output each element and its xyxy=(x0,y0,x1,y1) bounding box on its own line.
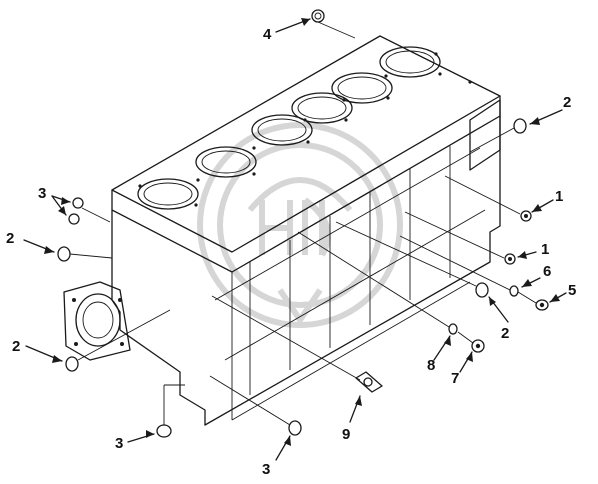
callout-c1-lower: 1 xyxy=(541,241,549,258)
callout-c8: 8 xyxy=(427,357,435,374)
leader-lines xyxy=(69,21,537,426)
part-bolt-1-upper xyxy=(520,210,532,222)
part-bolt-1-lower xyxy=(504,253,516,265)
engine-block xyxy=(63,35,501,426)
callout-c9: 9 xyxy=(342,426,350,443)
part-plugs-3-left-top xyxy=(68,197,84,225)
callout-c3-left-top: 3 xyxy=(38,185,46,202)
part-washer-8 xyxy=(448,323,458,335)
callout-c3-bottom-right: 3 xyxy=(262,461,270,478)
watermark-emblem xyxy=(197,122,403,328)
callout-c5: 5 xyxy=(568,282,576,299)
parts xyxy=(57,9,549,438)
part-plug-3-bottom-left xyxy=(156,424,172,438)
part-plug-3-bottom-right xyxy=(288,420,302,436)
part-bolt-5 xyxy=(535,299,549,311)
part-plug-2-center xyxy=(475,282,489,298)
part-plug-4 xyxy=(311,9,325,23)
part-plug-2-left xyxy=(57,246,71,262)
callout-c1-upper: 1 xyxy=(555,188,563,205)
callout-c2-center: 2 xyxy=(501,325,509,342)
part-plug-2-left-bottom xyxy=(65,356,79,372)
part-plug-2-right-top xyxy=(513,118,527,134)
part-sensor-9 xyxy=(355,371,383,393)
callout-c3-bottom-left: 3 xyxy=(115,435,123,452)
part-bolt-7 xyxy=(471,339,485,353)
callout-c6: 6 xyxy=(543,263,551,280)
callout-c2-left: 2 xyxy=(6,230,14,247)
callout-c7: 7 xyxy=(451,370,459,387)
part-washer-6 xyxy=(509,285,519,297)
callout-labels: 4 2 1 3 2 1 6 5 2 2 8 7 9 3 3 xyxy=(6,26,576,478)
callout-c4-top: 4 xyxy=(263,26,272,43)
callout-arrows xyxy=(23,18,567,461)
callout-c2-left-bottom: 2 xyxy=(12,338,20,355)
callout-c2-right-top: 2 xyxy=(563,94,571,111)
